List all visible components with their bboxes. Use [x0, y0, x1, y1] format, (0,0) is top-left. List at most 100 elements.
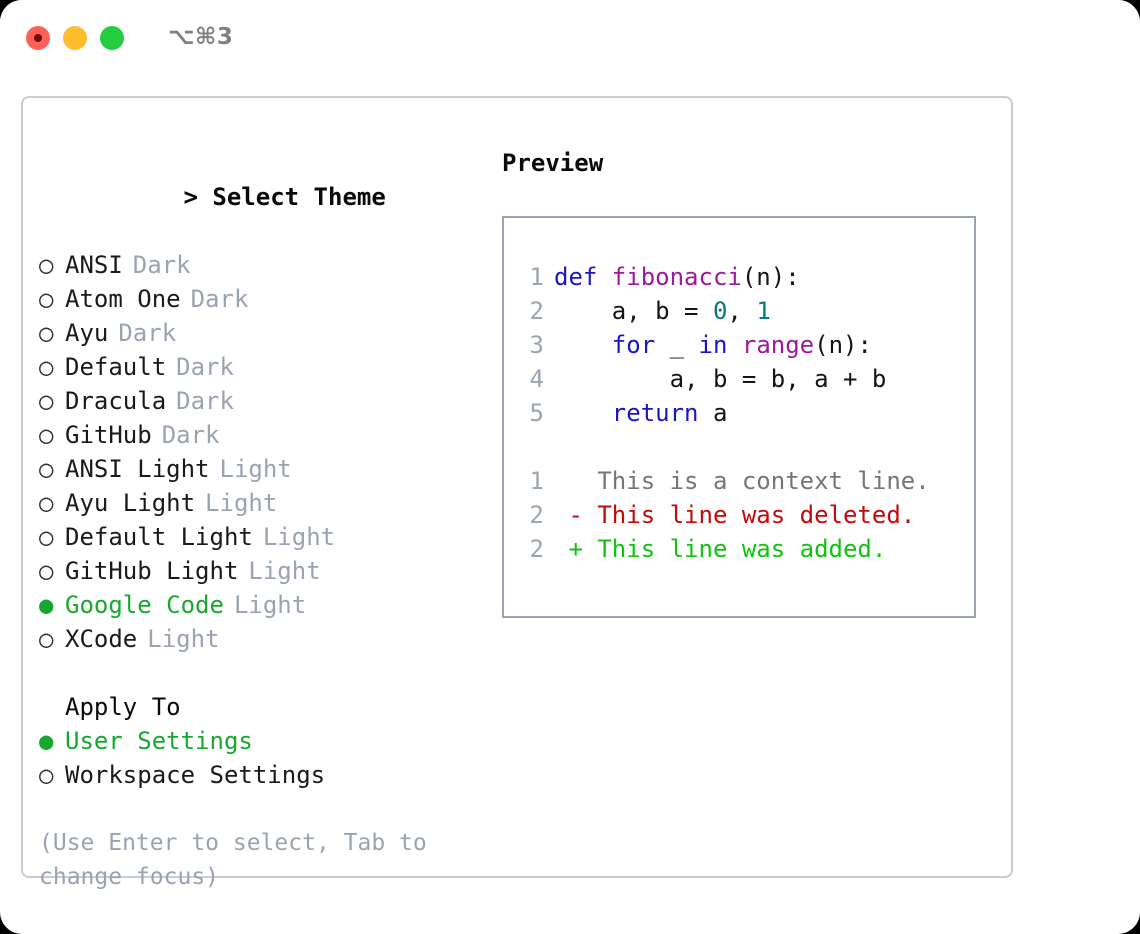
- code-token-pln: a, b =: [554, 297, 713, 325]
- line-number: 3: [529, 331, 544, 359]
- radio-unselected-icon: ○: [39, 557, 54, 585]
- code-line: 3 for _ in range(n):: [522, 328, 974, 362]
- code-token-kw: return: [611, 399, 699, 427]
- theme-option-tag: Dark: [161, 421, 220, 449]
- apply-option-label: Workspace Settings: [65, 761, 326, 789]
- theme-option-label: Atom One: [65, 285, 181, 313]
- line-number: 4: [529, 365, 544, 393]
- theme-option-tag: Light: [147, 625, 220, 653]
- theme-option-ansi-light[interactable]: ○ ANSI Light Light: [39, 452, 469, 486]
- theme-option-tag: Light: [219, 455, 292, 483]
- radio-unselected-icon: ○: [39, 251, 54, 279]
- code-line: 2 a, b = 0, 1: [522, 294, 974, 328]
- theme-option-label: GitHub Light: [65, 557, 239, 585]
- radio-selected-icon: ●: [39, 727, 54, 755]
- theme-option-tag: Dark: [118, 319, 177, 347]
- theme-option-label: Default: [65, 353, 167, 381]
- code-token-pln: [554, 331, 612, 359]
- hint-spacer: [39, 792, 469, 826]
- preview-heading: Preview: [502, 149, 604, 177]
- select-theme-heading-label: Select Theme: [212, 183, 386, 211]
- radio-unselected-icon: ○: [39, 761, 54, 789]
- theme-option-ayu-light[interactable]: ○ Ayu Light Light: [39, 486, 469, 520]
- apply-option-user-settings[interactable]: ●User Settings: [39, 724, 469, 758]
- line-number: 5: [529, 399, 544, 427]
- code-line: 1 def fibonacci(n):: [522, 260, 974, 294]
- radio-unselected-icon: ○: [39, 319, 54, 347]
- radio-unselected-icon: ○: [39, 489, 54, 517]
- line-number: 1: [529, 263, 544, 291]
- theme-option-google-code[interactable]: ● Google Code Light: [39, 588, 469, 622]
- radio-unselected-icon: ○: [39, 421, 54, 449]
- code-token-pln: (n):: [741, 263, 800, 291]
- theme-option-tag: Dark: [176, 353, 234, 381]
- section-spacer: [39, 656, 469, 690]
- minimize-button[interactable]: [63, 26, 87, 50]
- diff-line: 2 + This line was added.: [522, 532, 974, 566]
- diff-line: 1 This is a context line.: [522, 464, 974, 498]
- theme-option-label: Google Code: [65, 591, 224, 619]
- code-token-kw: def: [554, 263, 612, 291]
- code-token-pln: ,: [727, 297, 757, 325]
- diff-line: 2 - This line was deleted.: [522, 498, 974, 532]
- theme-option-atom-one[interactable]: ○ Atom One Dark: [39, 282, 469, 316]
- theme-option-label: ANSI Light: [65, 455, 210, 483]
- window-controls: [26, 26, 124, 50]
- theme-option-tag: Dark: [190, 285, 249, 313]
- code-token-pln: [727, 331, 741, 359]
- close-button[interactable]: [26, 26, 50, 50]
- code-token-fn: fibonacci: [611, 263, 742, 291]
- code-token-del: - This line was deleted.: [554, 501, 916, 529]
- radio-unselected-icon: ○: [39, 455, 54, 483]
- theme-option-github-light[interactable]: ○ GitHub Light Light: [39, 554, 469, 588]
- theme-option-github[interactable]: ○ GitHub Dark: [39, 418, 469, 452]
- code-token-kw: in: [698, 331, 728, 359]
- apply-option-workspace-settings[interactable]: ○ Workspace Settings: [39, 758, 469, 792]
- theme-option-label: Ayu Light: [65, 489, 196, 517]
- apply-to-heading: Apply To: [65, 693, 181, 721]
- apply-to-list: ●User Settings ○ Workspace Settings: [39, 724, 469, 792]
- radio-unselected-icon: ○: [39, 625, 54, 653]
- theme-option-label: Ayu: [65, 319, 109, 347]
- line-number: 2: [529, 297, 544, 325]
- line-number: 1: [529, 467, 544, 495]
- code-token-ctx: This is a context line.: [554, 467, 930, 495]
- radio-unselected-icon: ○: [39, 387, 54, 415]
- radio-unselected-icon: ○: [39, 285, 54, 313]
- keyboard-hint-text: (Use Enter to select, Tab to change focu…: [39, 830, 441, 890]
- theme-option-tag: Light: [262, 523, 336, 551]
- code-line: 4 a, b = b, a + b: [522, 362, 974, 396]
- theme-option-xcode[interactable]: ○ XCode Light: [39, 622, 469, 656]
- code-token-num: 0: [712, 297, 728, 325]
- code-token-pln: (n):: [814, 331, 872, 359]
- line-number: 2: [529, 501, 544, 529]
- theme-option-tag: Dark: [132, 251, 191, 279]
- theme-option-label: XCode: [65, 625, 138, 653]
- code-token-pln: _: [655, 331, 699, 359]
- theme-option-label: Default Light: [65, 523, 253, 551]
- select-theme-heading: > Select Theme: [39, 146, 469, 248]
- theme-option-tag: Light: [205, 489, 278, 517]
- theme-option-tag: Light: [248, 557, 321, 585]
- code-token-num: 1: [756, 297, 771, 325]
- radio-selected-icon: ●: [39, 591, 54, 619]
- theme-option-ayu[interactable]: ○ Ayu Dark: [39, 316, 469, 350]
- theme-option-label: Dracula: [65, 387, 167, 415]
- theme-option-tag: Light: [233, 591, 307, 619]
- theme-option-label: GitHub: [65, 421, 152, 449]
- theme-option-default-light[interactable]: ○ Default Light Light: [39, 520, 469, 554]
- maximize-button[interactable]: [100, 26, 124, 50]
- radio-unselected-icon: ○: [39, 523, 54, 551]
- code-token-pln: a, b = b, a + b: [554, 365, 887, 393]
- code-diff-spacer: [522, 430, 974, 464]
